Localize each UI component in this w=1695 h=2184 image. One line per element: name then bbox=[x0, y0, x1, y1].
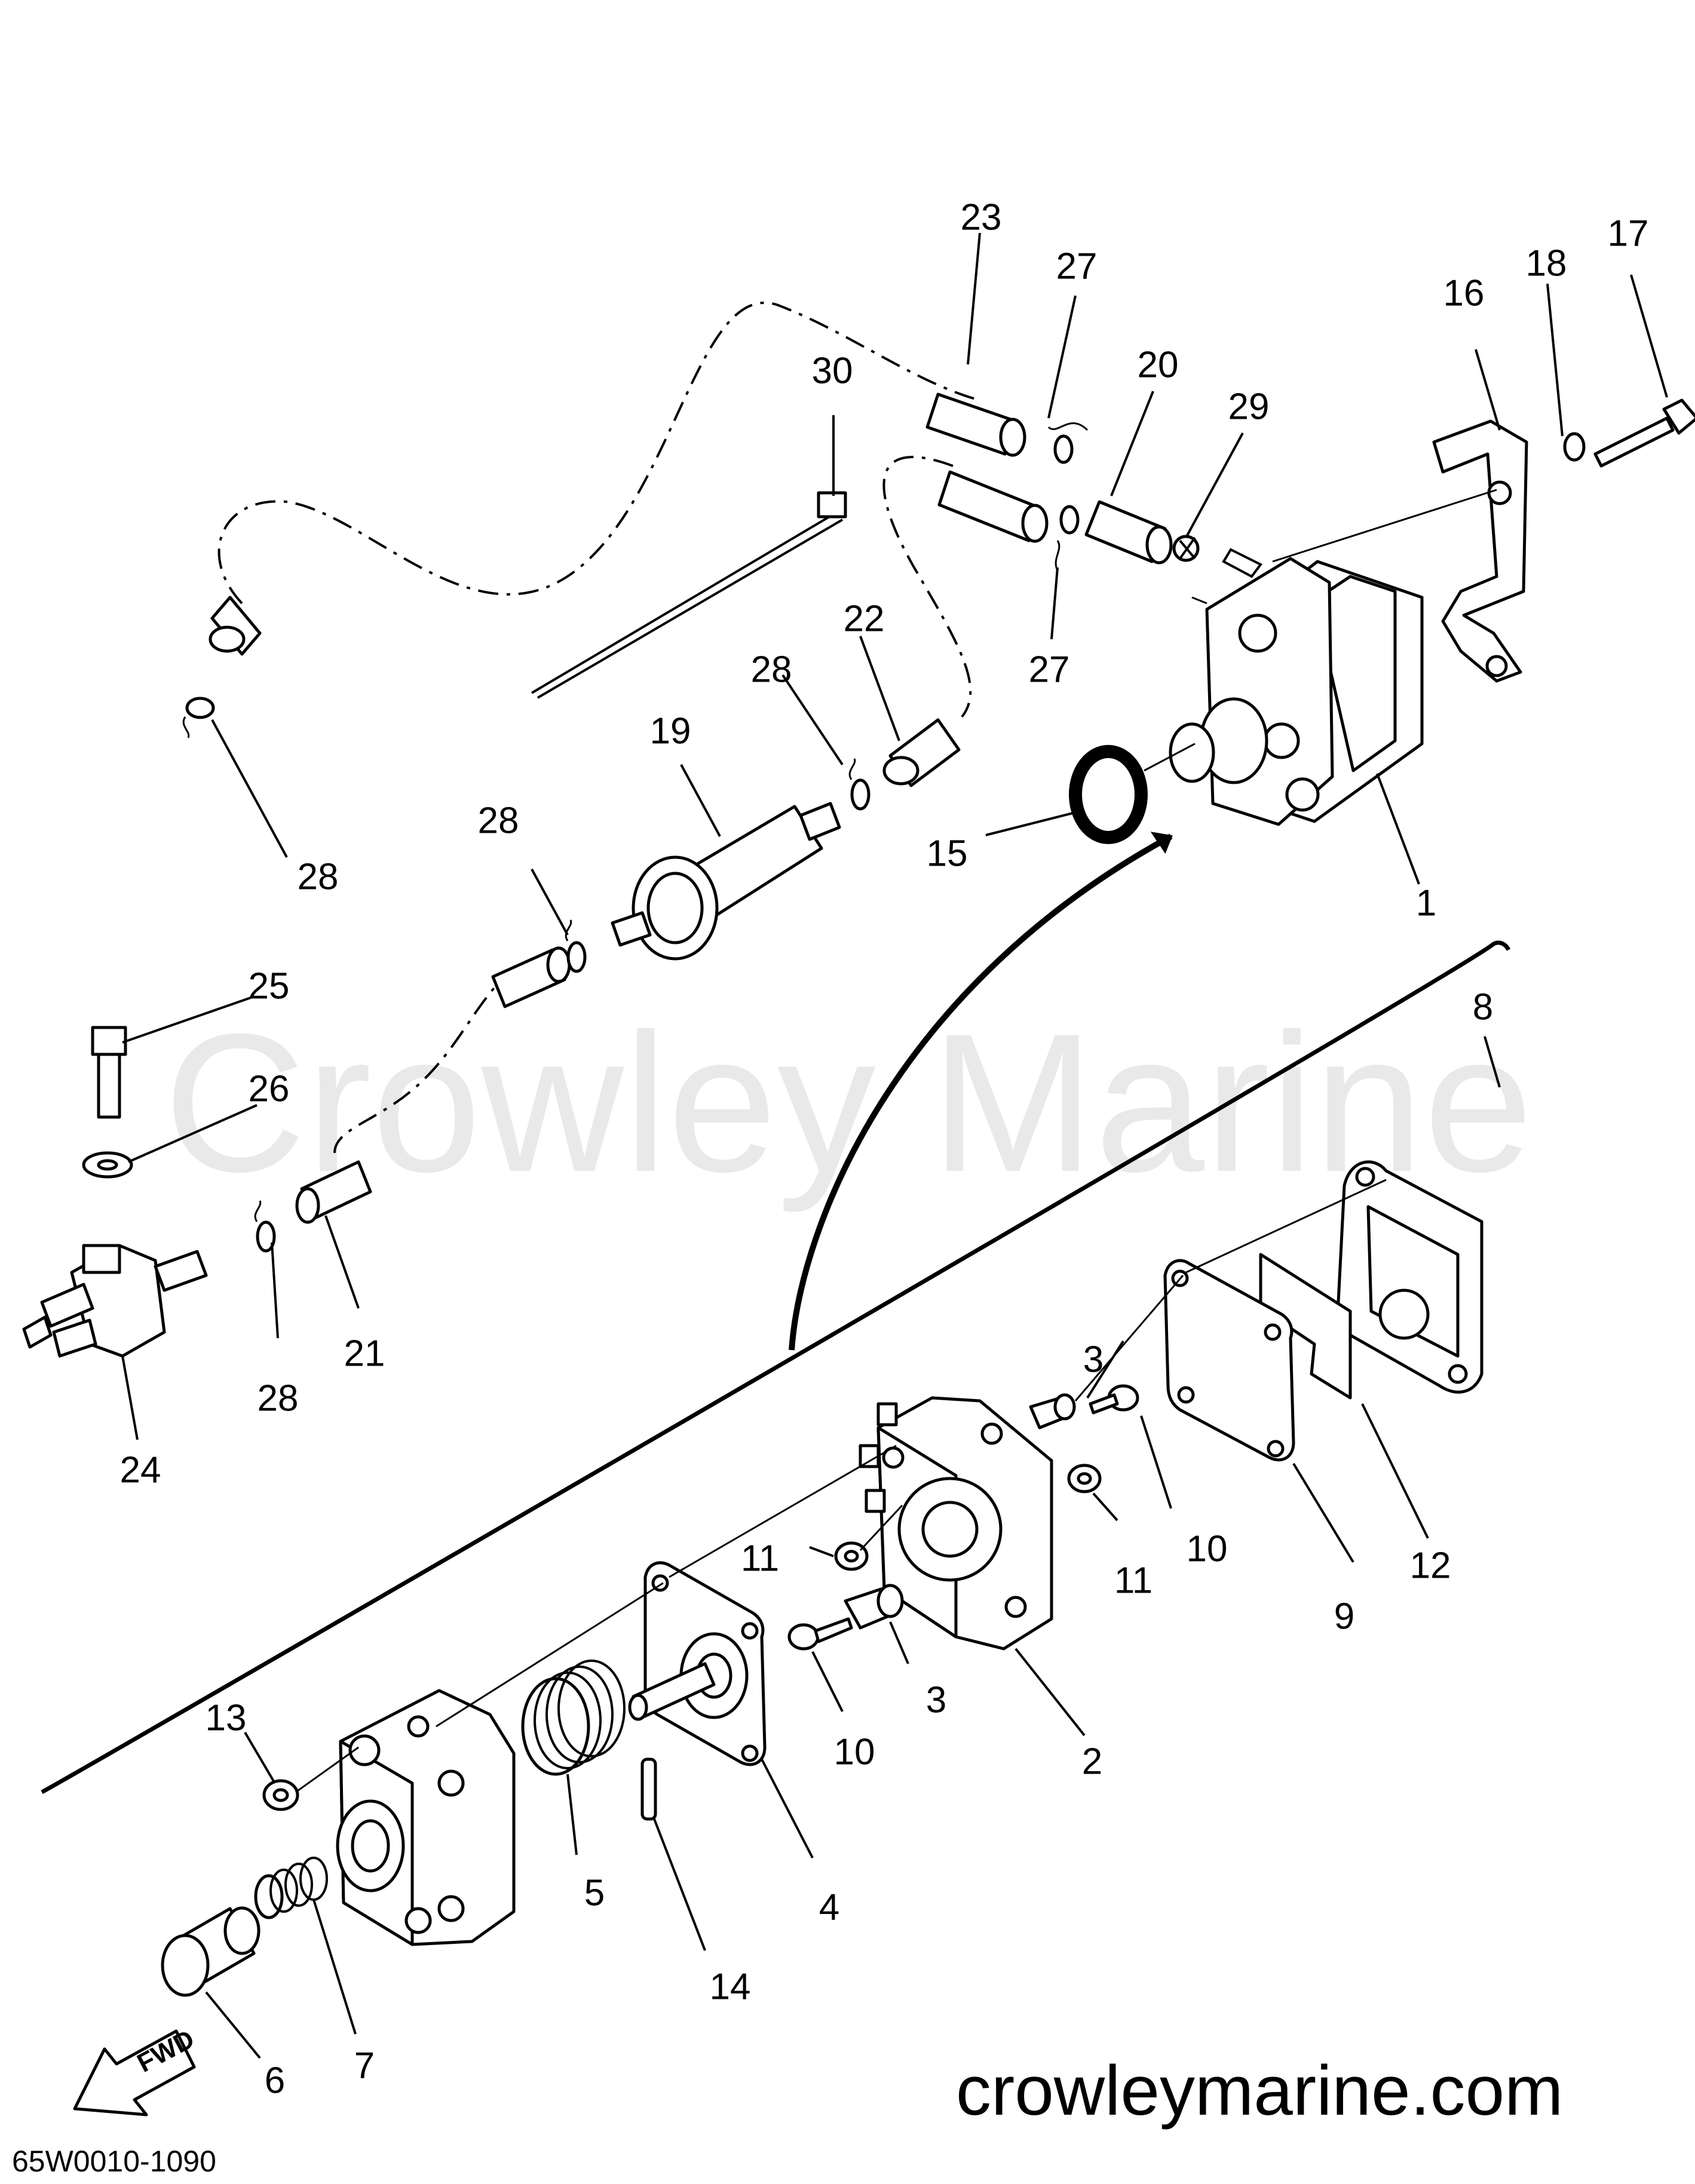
clip-27-b bbox=[1055, 505, 1080, 571]
part-number-29: 29 bbox=[1228, 386, 1270, 427]
section-divider bbox=[41, 940, 1511, 1795]
clip-28-c bbox=[254, 1200, 276, 1253]
cable-tie-30 bbox=[531, 491, 847, 699]
part-number-20: 20 bbox=[1138, 344, 1179, 385]
fuel-filter-19 bbox=[611, 802, 841, 961]
hose-21 bbox=[295, 946, 571, 1224]
part-number-28d: 28 bbox=[258, 1378, 299, 1419]
pipe-20 bbox=[1084, 500, 1173, 565]
part-number-21: 21 bbox=[344, 1333, 385, 1374]
part-number-11b: 11 bbox=[1114, 1560, 1153, 1601]
hose-22 bbox=[882, 456, 1049, 787]
clip-27-a bbox=[1047, 422, 1089, 464]
part-number-18: 18 bbox=[1526, 243, 1567, 284]
part-number-5: 5 bbox=[584, 1872, 605, 1913]
part-number-28: 28 bbox=[751, 649, 792, 690]
leader-lines bbox=[121, 232, 1668, 2059]
part-number-1: 1 bbox=[1416, 882, 1436, 924]
part-number-30: 30 bbox=[812, 350, 853, 391]
section-connector bbox=[789, 832, 1173, 1351]
part-number-labels: 23 27 20 29 30 16 18 17 22 27 28 19 28 2… bbox=[120, 197, 1649, 2101]
part-number-28b: 28 bbox=[478, 800, 519, 841]
washer-26 bbox=[82, 1151, 133, 1179]
part-number-26: 26 bbox=[249, 1068, 290, 1109]
part-number-10: 10 bbox=[1187, 1528, 1228, 1569]
clip-28-d bbox=[182, 697, 215, 738]
part-number-7: 7 bbox=[354, 2045, 375, 2086]
part-number-10b: 10 bbox=[834, 1731, 875, 1772]
part-number-14: 14 bbox=[710, 1966, 751, 2007]
part-number-4: 4 bbox=[819, 1887, 839, 1928]
housing-6-cover bbox=[336, 1689, 516, 1946]
bolt-25 bbox=[91, 1026, 127, 1119]
fwd-arrow-icon: FWD bbox=[73, 2025, 199, 2116]
part-number-28c: 28 bbox=[298, 856, 339, 897]
valve-3-b bbox=[1029, 1393, 1076, 1430]
part-number-27: 27 bbox=[1056, 246, 1098, 287]
bolt-17 bbox=[1593, 398, 1695, 468]
part-number-12: 12 bbox=[1410, 1545, 1451, 1586]
part-number-9: 9 bbox=[1334, 1596, 1354, 1637]
spring-7 bbox=[254, 1857, 328, 1919]
part-number-23: 23 bbox=[961, 197, 1002, 238]
part-number-17: 17 bbox=[1608, 213, 1649, 254]
fuel-joint-24 bbox=[22, 1244, 208, 1358]
part-number-13: 13 bbox=[206, 1697, 247, 1738]
part-number-11: 11 bbox=[741, 1538, 779, 1579]
nut-11-a bbox=[834, 1541, 869, 1571]
valve-6 bbox=[161, 1906, 260, 1997]
part-number-2: 2 bbox=[1082, 1741, 1102, 1782]
nut-13 bbox=[262, 1779, 299, 1811]
screw-10-a bbox=[787, 1617, 853, 1651]
diaphragm-4 bbox=[628, 1561, 767, 1766]
bracket-16 bbox=[1432, 419, 1528, 683]
valve-3-a bbox=[844, 1584, 904, 1630]
gasket-9 bbox=[1163, 1259, 1295, 1462]
clip-28-a bbox=[565, 919, 587, 973]
fuel-pump-assembly-1 bbox=[1169, 548, 1424, 826]
o-ring-15 bbox=[1069, 745, 1148, 844]
diagram-code: 65W0010-1090 bbox=[12, 2145, 216, 2178]
part-number-8: 8 bbox=[1473, 986, 1493, 1027]
washer-18 bbox=[1563, 432, 1586, 462]
watermark-text: Crowley Marine bbox=[164, 992, 1533, 1214]
clip-28-b bbox=[848, 758, 871, 811]
cover-12 bbox=[1335, 1160, 1483, 1394]
clip-29 bbox=[1172, 535, 1200, 562]
part-number-3b: 3 bbox=[926, 1679, 946, 1720]
part-number-22: 22 bbox=[844, 598, 885, 639]
part-number-25: 25 bbox=[249, 965, 290, 1007]
part-number-15: 15 bbox=[927, 833, 968, 874]
website-url: crowleymarine.com bbox=[956, 2051, 1563, 2130]
part-number-19: 19 bbox=[650, 710, 691, 751]
nut-11-b bbox=[1067, 1464, 1102, 1493]
pin-14 bbox=[640, 1757, 657, 1821]
spring-5 bbox=[521, 1660, 626, 1776]
screw-10-b bbox=[1089, 1384, 1139, 1415]
part-number-16: 16 bbox=[1443, 272, 1485, 314]
part-number-24: 24 bbox=[120, 1449, 161, 1490]
part-number-6: 6 bbox=[265, 2060, 285, 2101]
part-number-27b: 27 bbox=[1029, 649, 1070, 690]
hose-23-route bbox=[209, 302, 1026, 656]
pump-body-2 bbox=[859, 1396, 1053, 1651]
part-number-3: 3 bbox=[1083, 1339, 1104, 1380]
